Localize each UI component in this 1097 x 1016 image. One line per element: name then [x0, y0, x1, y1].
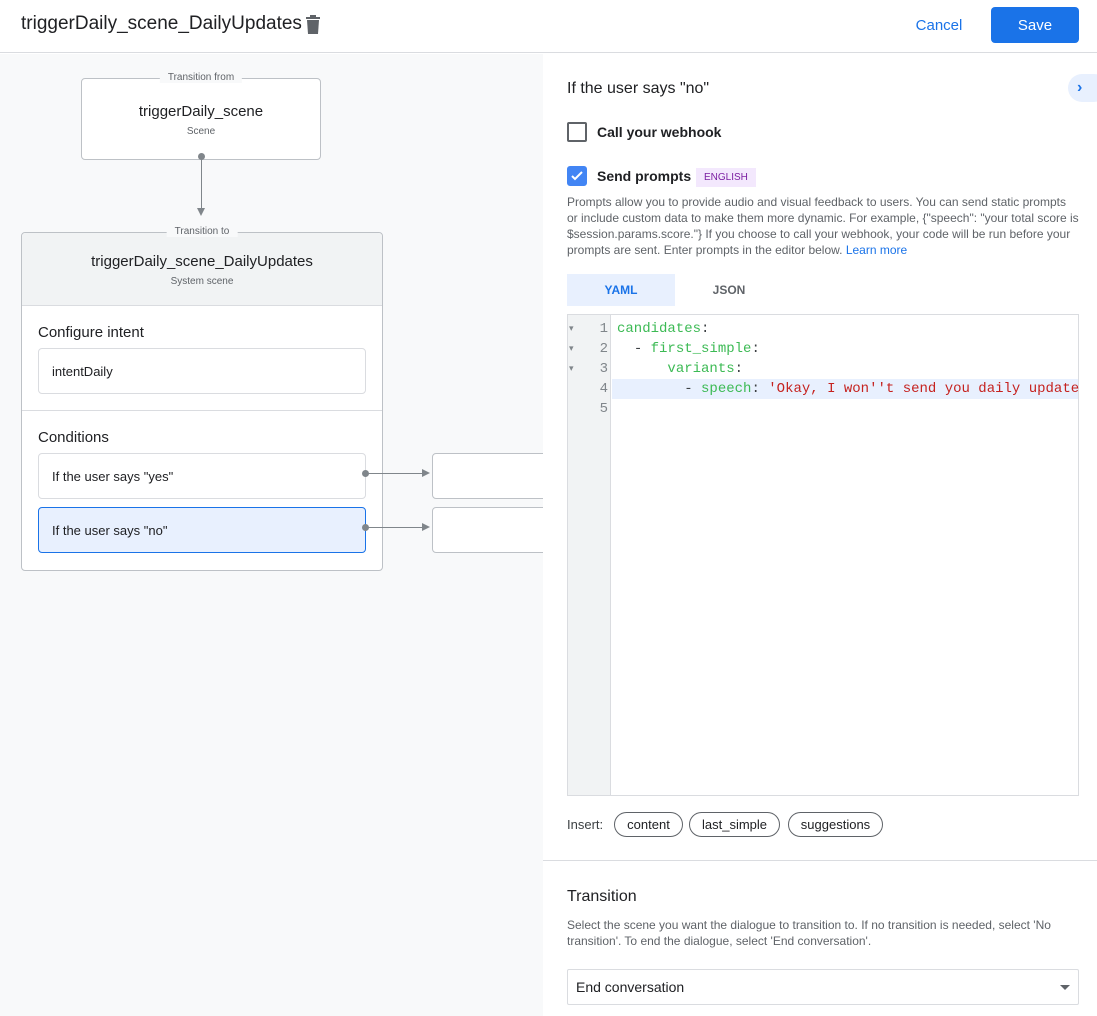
- dash: -: [633, 341, 651, 357]
- colon: :: [734, 361, 744, 377]
- arrow-right-icon: [422, 523, 430, 531]
- line-number: 2: [599, 341, 608, 357]
- code-line: 4 - speech: 'Okay, I won''t send you dai…: [568, 379, 1080, 399]
- tab-json[interactable]: JSON: [712, 283, 746, 297]
- fold-arrow-icon[interactable]: ▾: [569, 344, 574, 354]
- arrow-down-icon: [197, 208, 205, 216]
- fold-arrow-icon[interactable]: ▾: [569, 324, 574, 334]
- configure-intent-heading: Configure intent: [38, 324, 144, 341]
- cancel-button[interactable]: Cancel: [905, 7, 973, 43]
- transition-heading: Transition: [567, 888, 637, 905]
- transition-description: Select the scene you want the dialogue t…: [567, 918, 1051, 948]
- to-scene-type: System scene: [170, 276, 234, 287]
- to-scene-name: triggerDaily_scene_DailyUpdates: [91, 253, 313, 270]
- transition-to-legend: Transition to: [166, 226, 238, 237]
- learn-more-link[interactable]: Learn more: [845, 243, 908, 257]
- code-text: candidates:: [617, 319, 709, 339]
- page-title: triggerDaily_scene_DailyUpdates: [21, 13, 302, 34]
- colon: :: [751, 341, 760, 357]
- indent: [617, 341, 634, 357]
- send-prompts-label: Send prompts: [597, 168, 692, 184]
- arrow-right-icon: [422, 469, 430, 477]
- transition-selected-value: End conversation: [576, 979, 685, 995]
- prompts-description: Prompts allow you to provide audio and v…: [567, 194, 1079, 258]
- line-number: 5: [599, 401, 608, 417]
- save-button[interactable]: Save: [991, 7, 1079, 43]
- line-number: 1: [599, 321, 608, 337]
- connector-dot: [362, 470, 369, 477]
- code-line: ▾ 3 variants:: [568, 359, 1078, 379]
- yaml-key: candidates: [617, 321, 702, 337]
- send-prompts-checkbox[interactable]: [567, 166, 587, 186]
- divider: [22, 410, 382, 411]
- insert-chip-content[interactable]: content: [614, 812, 683, 837]
- code-text: variants:: [617, 359, 743, 379]
- colon: :: [751, 381, 769, 397]
- connector-dot: [362, 524, 369, 531]
- code-editor[interactable]: ▾ 1 candidates:▾ 2 - first_simple:▾ 3 va…: [567, 314, 1079, 796]
- collapse-panel-chevron-icon[interactable]: ›: [1068, 74, 1097, 102]
- indent: [617, 381, 684, 397]
- details-panel: › If the user says "no" Call your webhoo…: [543, 54, 1097, 1016]
- fold-arrow-icon[interactable]: ▾: [569, 364, 574, 374]
- webhook-checkbox[interactable]: [567, 122, 587, 142]
- colon: :: [701, 321, 710, 337]
- tab-yaml[interactable]: YAML: [567, 274, 675, 306]
- flow-canvas[interactable]: Transition from triggerDaily_scene Scene…: [0, 54, 543, 1016]
- code-line: ▾ 2 - first_simple:: [568, 339, 1078, 359]
- transition-from-card[interactable]: Transition from triggerDaily_scene Scene: [81, 72, 321, 160]
- check-icon: [571, 171, 583, 181]
- panel-title: If the user says "no": [567, 80, 710, 97]
- code-line: ▾ 1 candidates:: [568, 319, 1078, 339]
- from-scene-type: Scene: [186, 126, 216, 137]
- transition-select[interactable]: End conversation: [567, 969, 1079, 1005]
- line-number: 4: [599, 381, 608, 397]
- condition-no[interactable]: If the user says "no": [38, 507, 366, 553]
- transition-from-legend: Transition from: [159, 72, 243, 83]
- code-line: 5: [568, 399, 1078, 419]
- language-badge: ENGLISH: [696, 168, 756, 187]
- code-text: - speech: 'Okay, I won''t send you daily…: [617, 379, 1079, 399]
- yaml-key: speech: [701, 381, 752, 397]
- connector-line: [366, 473, 423, 474]
- description-text: Prompts allow you to provide audio and v…: [567, 195, 1079, 257]
- yaml-key: first_simple: [650, 341, 752, 357]
- insert-chip-suggestions[interactable]: suggestions: [788, 812, 883, 837]
- active-line-highlight: [612, 379, 1078, 399]
- divider: [543, 860, 1097, 861]
- yaml-string: 'Okay, I won''t send you daily update: [768, 381, 1080, 397]
- conditions-heading: Conditions: [38, 429, 109, 446]
- transition-to-card: Transition to triggerDaily_scene_DailyUp…: [21, 226, 383, 571]
- insert-label: Insert:: [567, 817, 604, 832]
- trash-icon[interactable]: [305, 15, 321, 35]
- condition-yes[interactable]: If the user says "yes": [38, 453, 366, 499]
- dash: -: [684, 381, 702, 397]
- target-node-yes[interactable]: [432, 453, 543, 499]
- top-bar: triggerDaily_scene_DailyUpdates Cancel S…: [0, 0, 1097, 53]
- indent: [617, 361, 667, 377]
- connector-dot: [198, 153, 205, 160]
- webhook-label: Call your webhook: [597, 124, 722, 140]
- dropdown-arrow-icon: [1060, 985, 1070, 990]
- connector-line: [366, 527, 423, 528]
- code-text: - first_simple:: [617, 339, 760, 359]
- target-node-no[interactable]: [432, 507, 543, 553]
- yaml-key: variants: [667, 361, 735, 377]
- connector-line: [201, 157, 202, 209]
- line-number: 3: [599, 361, 608, 377]
- intent-field[interactable]: intentDaily: [38, 348, 366, 394]
- insert-chip-last-simple[interactable]: last_simple: [689, 812, 780, 837]
- from-scene-name: triggerDaily_scene: [138, 103, 264, 120]
- editor-gutter: [568, 315, 611, 795]
